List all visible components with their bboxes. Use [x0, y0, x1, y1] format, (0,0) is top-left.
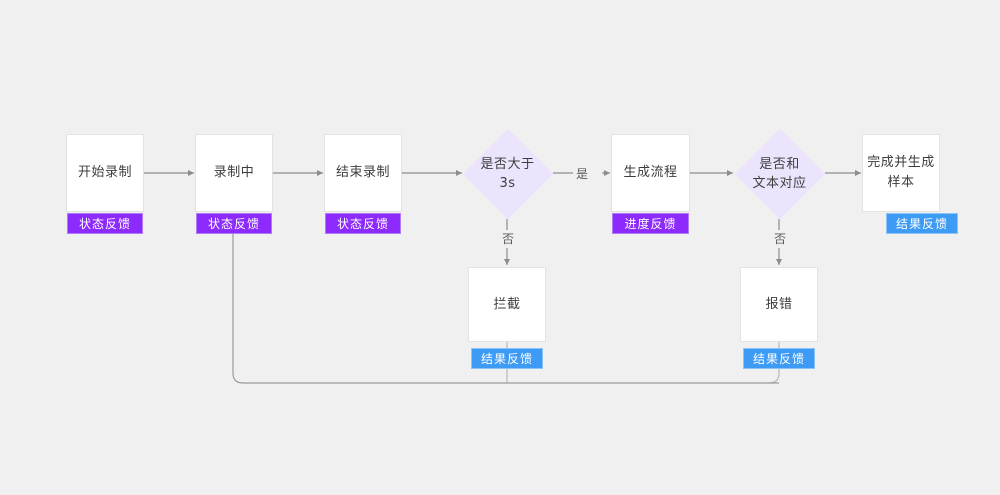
- node-decision-longer-than-3s[interactable]: 是否大于 3s: [462, 128, 553, 219]
- badge-start-record[interactable]: 状态反馈: [67, 213, 143, 234]
- edge-label-yes-3s: 是: [573, 165, 592, 182]
- node-decision-match-label-line1: 是否和: [759, 156, 800, 172]
- badge-intercept[interactable]: 结果反馈: [471, 348, 543, 369]
- badge-error-label: 结果反馈: [752, 352, 805, 366]
- node-decision-match-text[interactable]: 是否和 文本对应: [734, 128, 825, 219]
- node-decision-match-label-line2: 文本对应: [752, 175, 807, 191]
- node-gen-flow-label: 生成流程: [623, 165, 678, 180]
- node-intercept[interactable]: 拦截: [469, 268, 545, 341]
- badge-start-record-label: 状态反馈: [78, 217, 131, 231]
- badge-finish-sample-label: 结果反馈: [895, 217, 948, 231]
- badge-intercept-label: 结果反馈: [480, 352, 533, 366]
- edge-label-no-match-text: 否: [774, 232, 787, 246]
- node-decision-3s-label-line1: 是否大于: [480, 156, 535, 172]
- node-finish-sample[interactable]: 完成并生成 样本: [863, 135, 939, 211]
- node-recording[interactable]: 录制中: [196, 135, 272, 211]
- node-end-record[interactable]: 结束录制: [325, 135, 401, 211]
- node-decision-3s-label-line2: 3s: [499, 175, 516, 191]
- node-intercept-label: 拦截: [493, 296, 521, 312]
- badge-recording-label: 状态反馈: [207, 217, 260, 231]
- node-decision-match-label: 是否和 文本对应: [752, 155, 806, 193]
- node-finish-sample-label-line2: 样本: [887, 175, 915, 190]
- badge-finish-sample[interactable]: 结果反馈: [886, 213, 958, 234]
- badge-recording[interactable]: 状态反馈: [196, 213, 272, 234]
- node-finish-sample-label: 完成并生成 样本: [867, 153, 935, 193]
- edge-label-no-3s: 否: [499, 230, 518, 247]
- badge-gen-flow-label: 进度反馈: [624, 217, 677, 231]
- node-end-record-label: 结束录制: [335, 165, 390, 180]
- edge-label-yes-3s-text: 是: [576, 167, 589, 181]
- node-gen-flow[interactable]: 生成流程: [612, 135, 689, 211]
- edge-label-no-match: 否: [771, 230, 790, 247]
- edge-label-no-3s-text: 否: [502, 232, 515, 246]
- node-error[interactable]: 报错: [741, 268, 817, 341]
- badge-gen-flow[interactable]: 进度反馈: [612, 213, 689, 234]
- node-error-label: 报错: [765, 296, 793, 312]
- badge-end-record-label: 状态反馈: [336, 217, 389, 231]
- node-start-record-label: 开始录制: [77, 165, 132, 180]
- node-decision-3s-label: 是否大于 3s: [480, 155, 534, 193]
- node-start-record[interactable]: 开始录制: [67, 135, 143, 211]
- badge-end-record[interactable]: 状态反馈: [325, 213, 401, 234]
- node-finish-sample-label-line1: 完成并生成: [867, 155, 935, 170]
- node-recording-label: 录制中: [213, 165, 255, 180]
- badge-error[interactable]: 结果反馈: [743, 348, 815, 369]
